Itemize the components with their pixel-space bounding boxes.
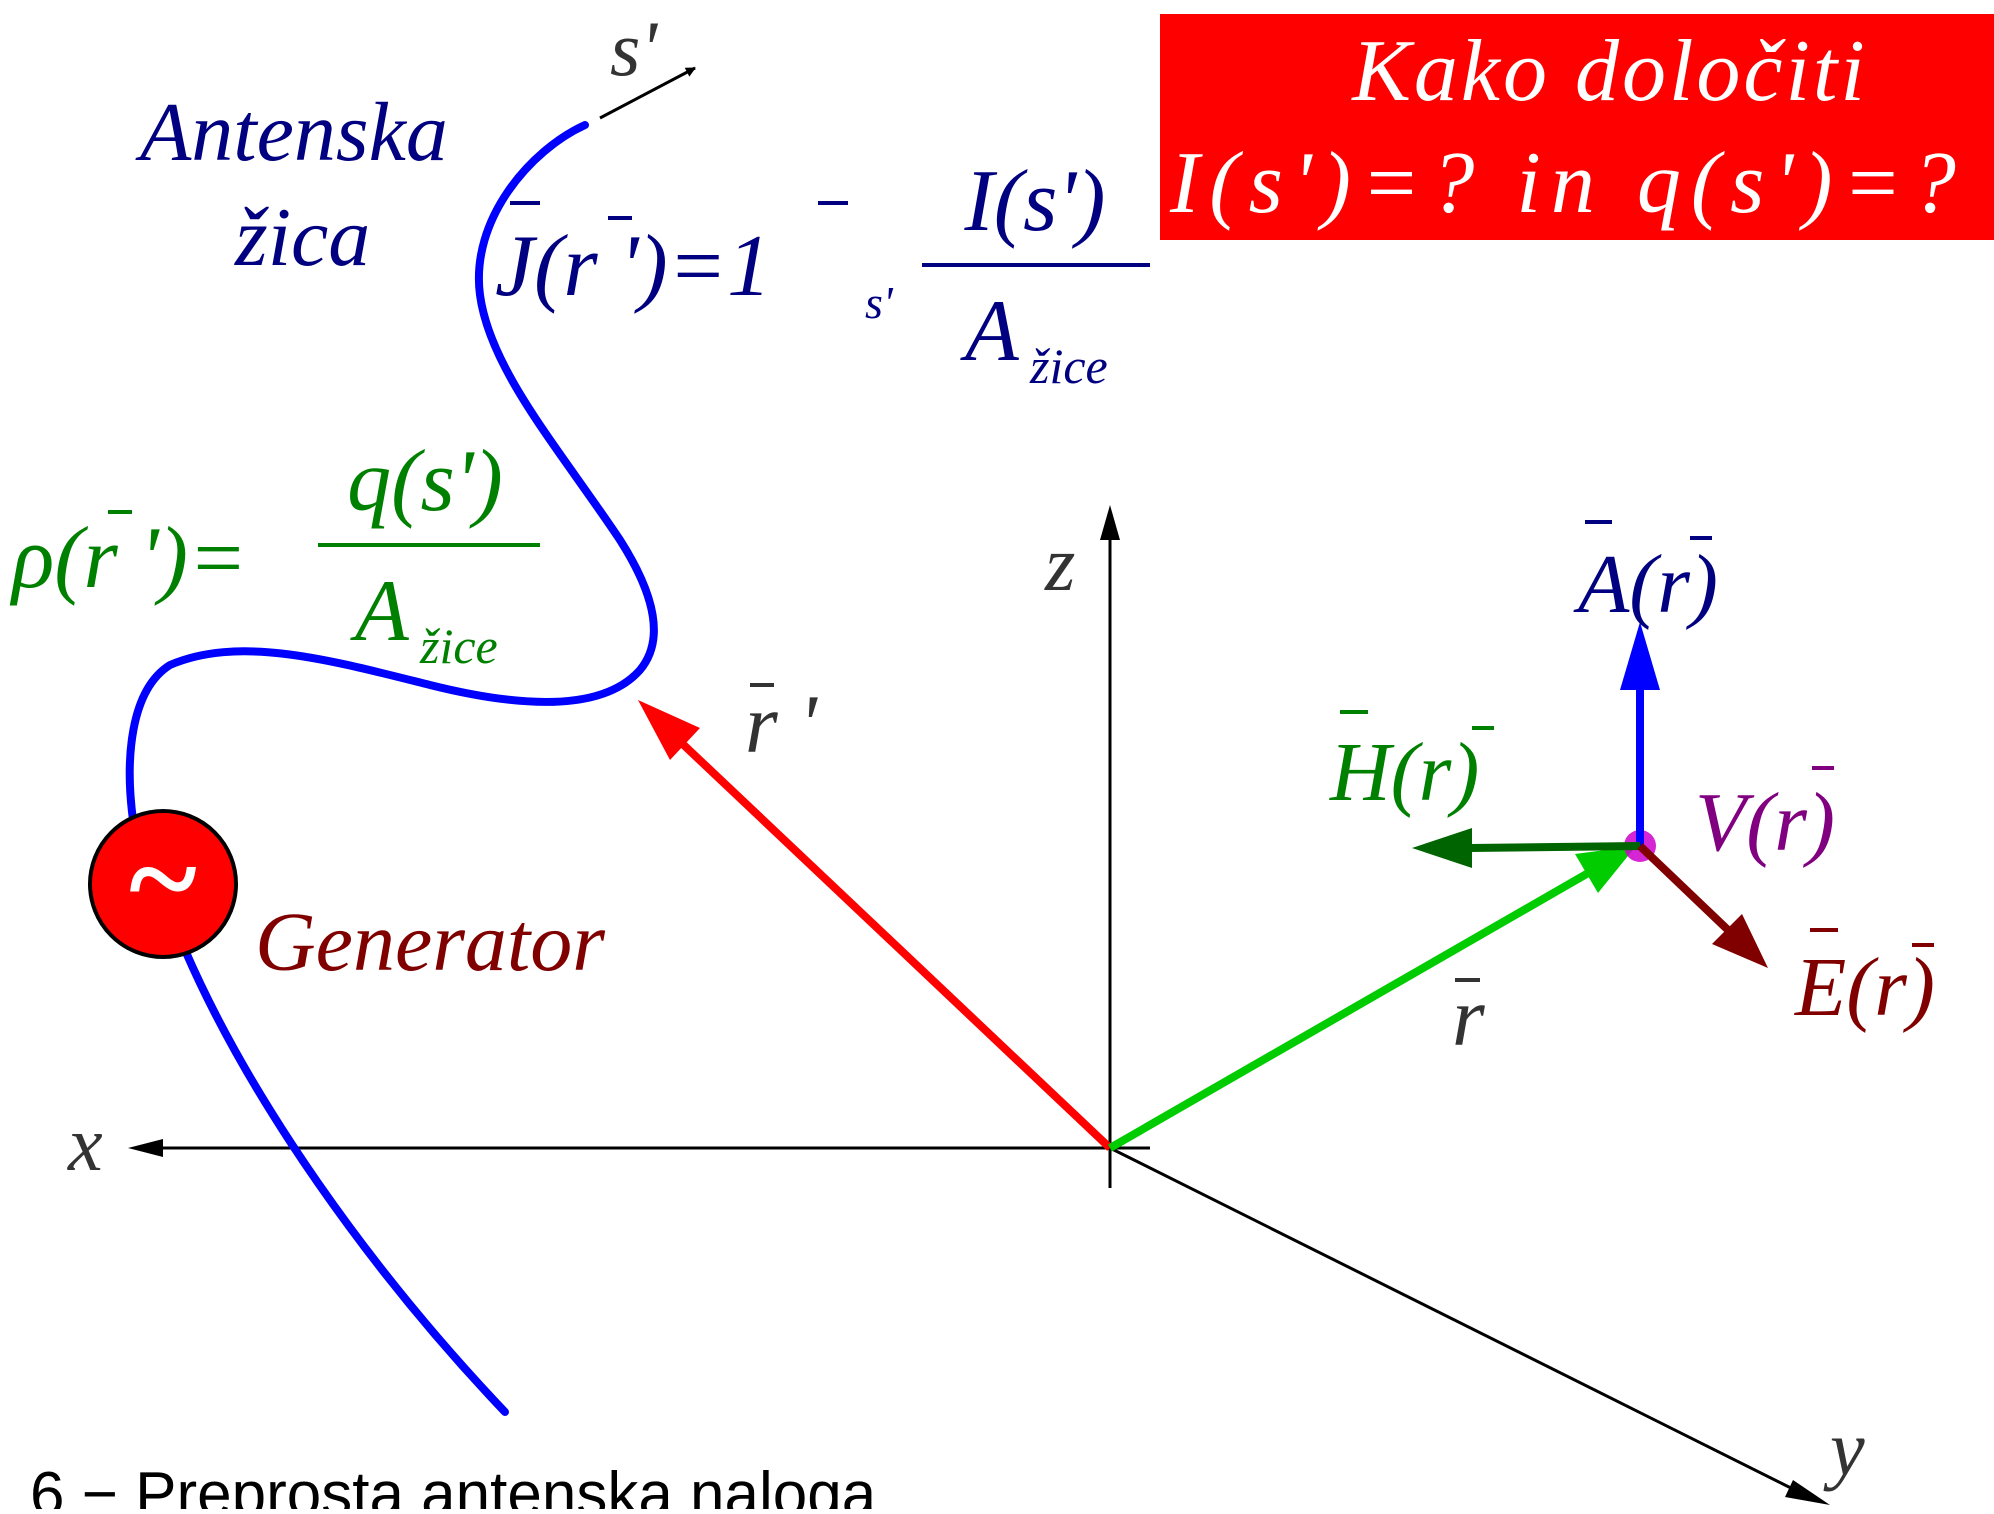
x-axis-arrowhead [128, 1139, 163, 1157]
s-prime-label: s' [610, 5, 658, 92]
H-field-label: H(r) [1329, 726, 1479, 819]
E-field-label: E(r) [1794, 941, 1935, 1034]
z-axis-label: z [1044, 520, 1075, 607]
V-field-label: V(r) [1695, 776, 1835, 869]
r-prime-vector-arrowhead [638, 700, 700, 760]
antenna-wire-lower [181, 946, 509, 1416]
generator-label: Generator [255, 896, 605, 989]
current-density-denominator: A [960, 283, 1020, 380]
generator-tilde: ~ [129, 807, 197, 951]
title-line-1: Kako določiti [1350, 23, 1868, 120]
antenna-wire [125, 121, 658, 824]
charge-density-denominator-sub: žice [419, 618, 498, 674]
current-density-numerator: I(s') [964, 153, 1106, 250]
x-axis-label: x [67, 1100, 103, 1187]
charge-density-denominator: A [350, 563, 410, 660]
H-vector [1469, 842, 1641, 852]
z-axis-arrowhead [1100, 505, 1120, 540]
r-label: r [1452, 971, 1485, 1064]
r-vector [1108, 868, 1592, 1152]
current-density-sub: s' [865, 277, 894, 328]
E-vector-arrowhead [1712, 914, 1768, 968]
title-line-2: I(s')=? in q(s')=? [1169, 135, 1966, 232]
current-density-lhs: J(r ')=1 [495, 218, 771, 315]
y-axis-label: y [1823, 1405, 1865, 1492]
A-field-label: A(r) [1573, 538, 1718, 631]
r-vector-arrowhead [1575, 846, 1636, 893]
antenna-label-line-1: Antenska [135, 86, 448, 179]
generator-symbol [88, 809, 238, 959]
charge-density-lhs: ρ(r ')= [9, 510, 247, 607]
y-axis [1109, 1146, 1816, 1502]
r-prime-label: r ' [745, 678, 819, 771]
current-density-denominator-sub: žice [1029, 338, 1108, 394]
title-box [1160, 14, 1994, 240]
s-prime-arrow [599, 66, 696, 120]
antenna-label-line-2: žica [234, 191, 370, 284]
A-vector-arrowhead [1620, 622, 1660, 690]
r-prime-vector [667, 729, 1113, 1151]
E-vector [1637, 843, 1731, 933]
y-axis-arrowhead [1785, 1480, 1830, 1505]
charge-density-numerator: q(s') [347, 433, 503, 530]
H-vector-arrowhead [1412, 828, 1472, 868]
figure-caption: 6 − Preprosta antenska naloga [30, 1460, 877, 1509]
